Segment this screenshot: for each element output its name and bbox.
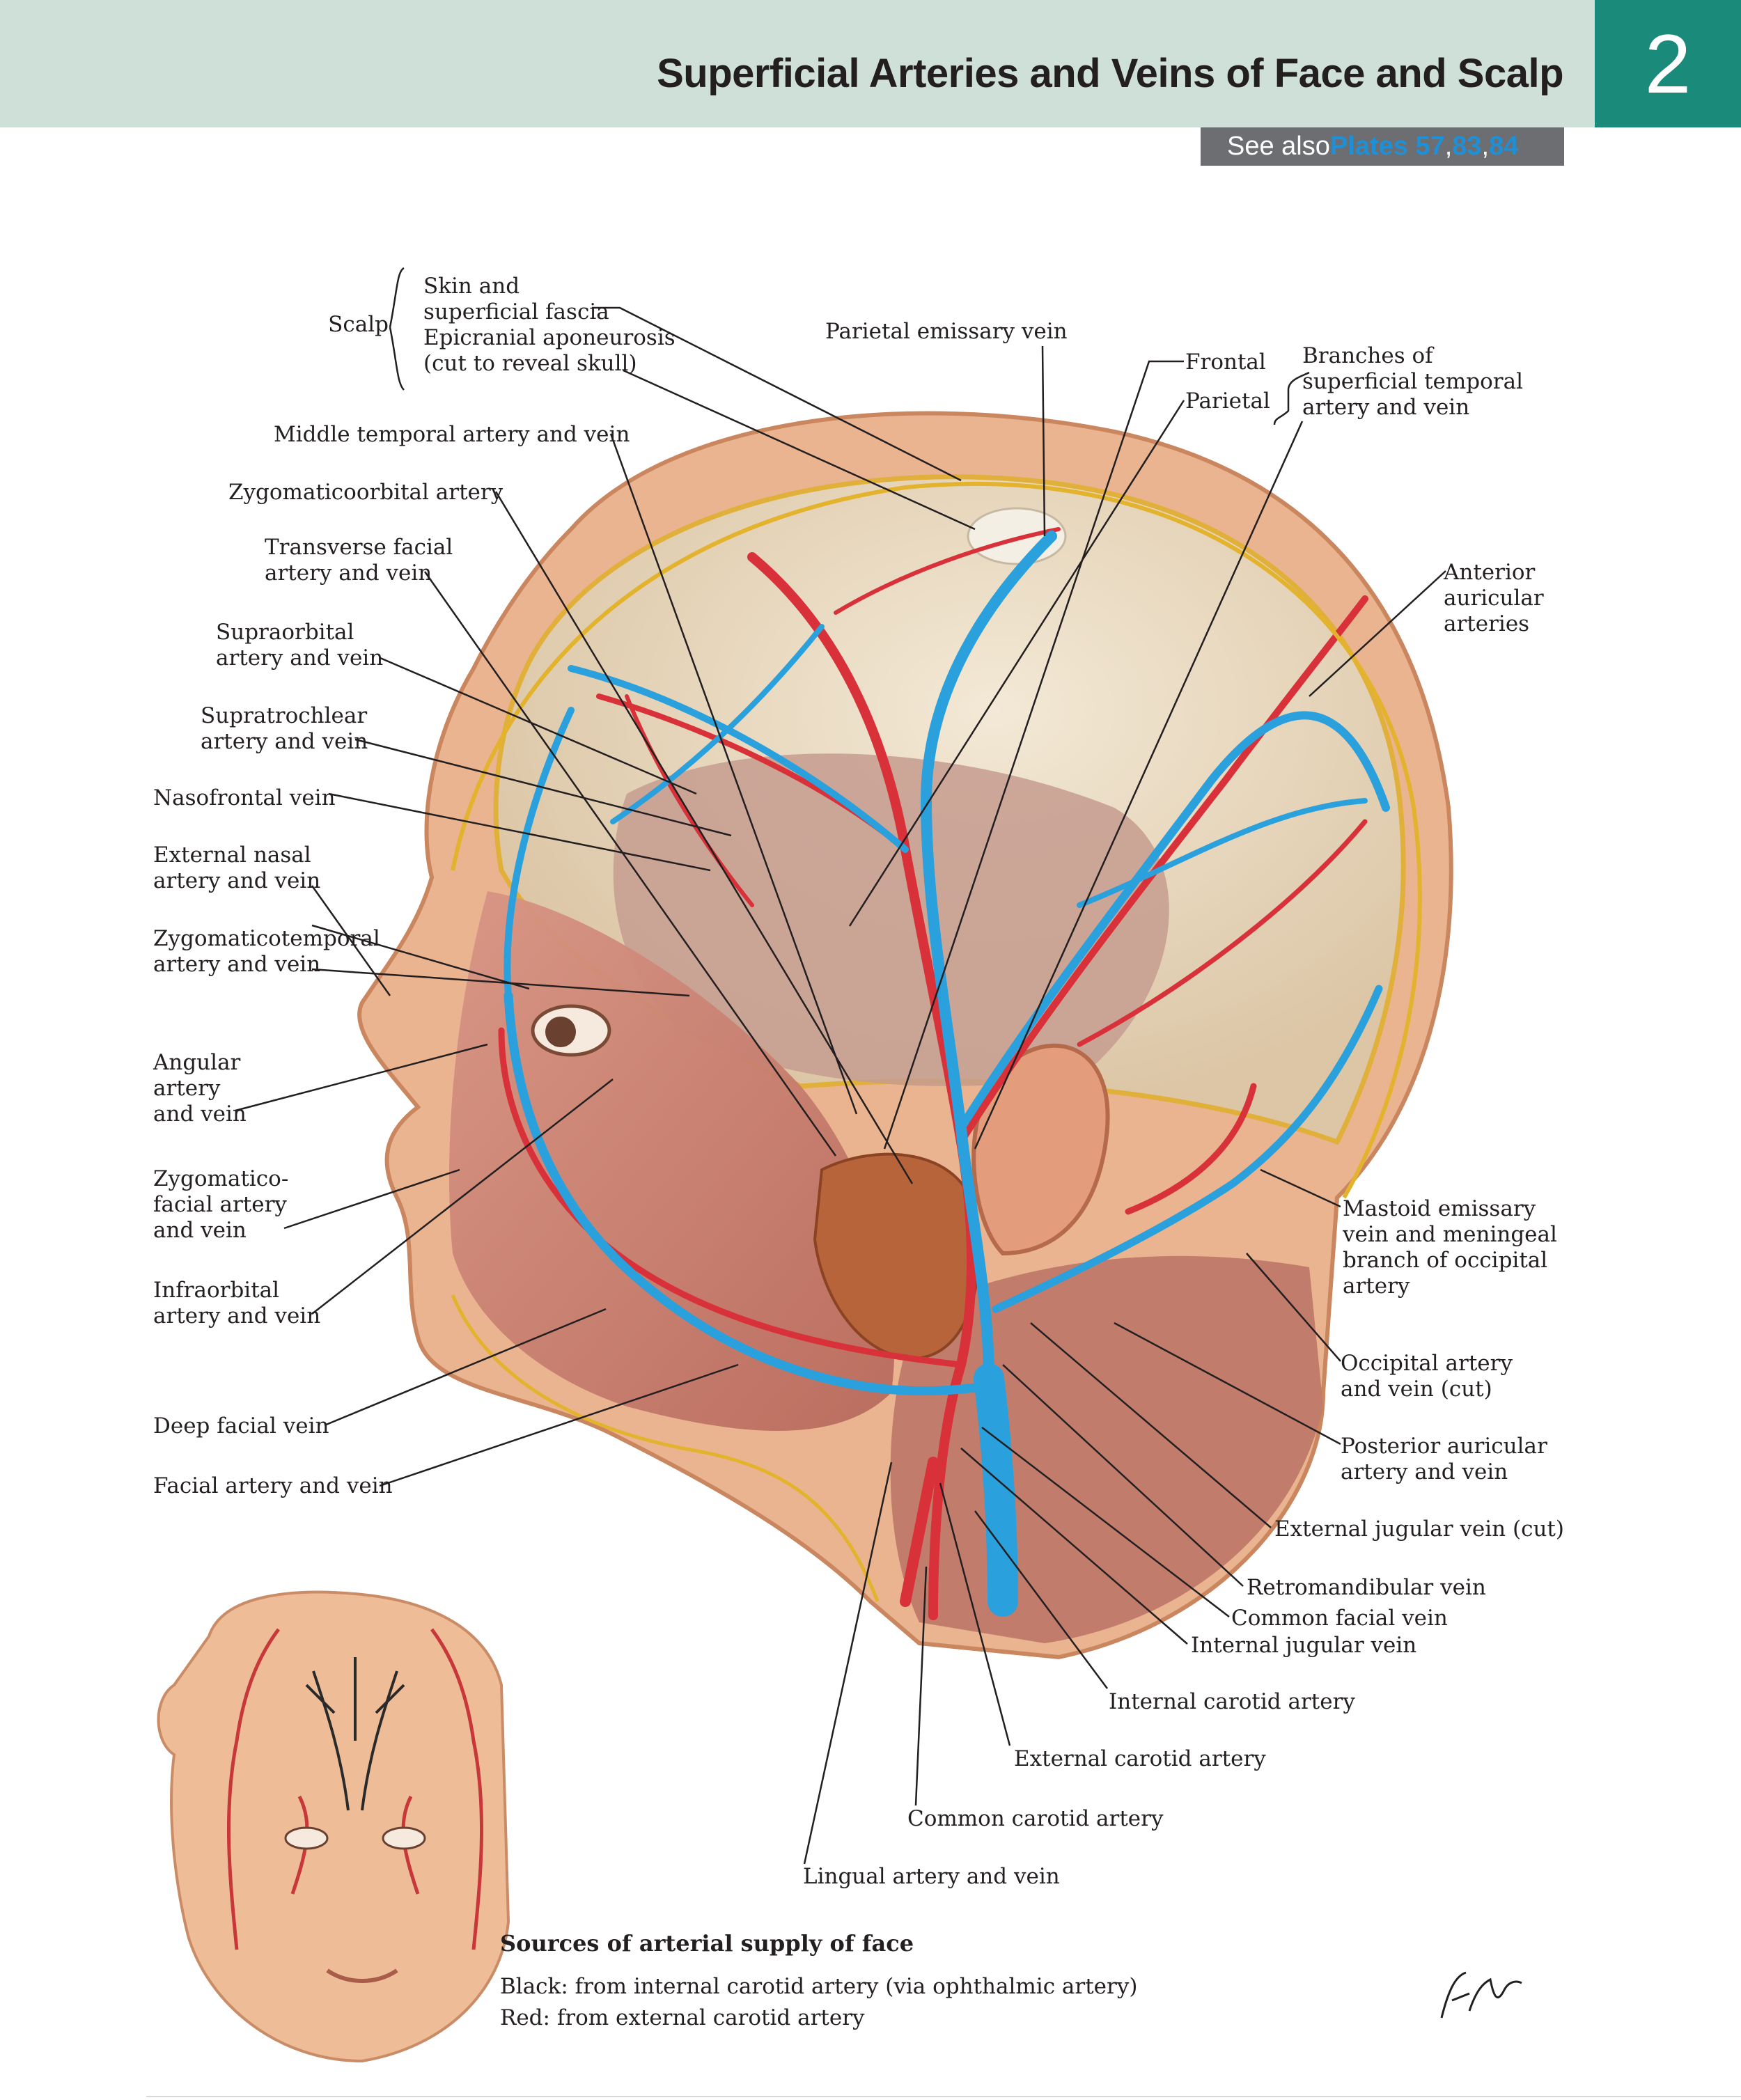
label-external-nasal: External nasal artery and vein bbox=[153, 843, 321, 893]
inset-caption-title: Sources of arterial supply of face bbox=[500, 1930, 914, 1957]
label-common-carotid: Common carotid artery bbox=[907, 1806, 1164, 1831]
label-angular: Angular artery and vein bbox=[153, 1050, 247, 1127]
artist-signature bbox=[1440, 1971, 1522, 2019]
inset-face bbox=[157, 1590, 510, 2063]
plate-link-84[interactable]: 84 bbox=[1489, 132, 1519, 161]
page-title: Superficial Arteries and Veins of Face a… bbox=[657, 51, 1563, 96]
label-branches-superficial-temporal: Branches of superficial temporal artery … bbox=[1302, 343, 1524, 420]
ear bbox=[971, 1043, 1110, 1256]
label-lingual: Lingual artery and vein bbox=[803, 1864, 1060, 1889]
label-occipital: Occipital artery and vein (cut) bbox=[1341, 1351, 1513, 1402]
inset-caption-red: Red: from external carotid artery bbox=[500, 2005, 865, 2030]
label-common-facial: Common facial vein bbox=[1231, 1606, 1448, 1631]
label-zygomaticoorbital: Zygomaticoorbital artery bbox=[228, 480, 503, 505]
label-frontal: Frontal bbox=[1185, 350, 1266, 375]
label-posterior-auricular: Posterior auricular artery and vein bbox=[1341, 1434, 1547, 1484]
see-also-bar: See also Plates 57 , 83 , 84 bbox=[1201, 127, 1564, 166]
label-scalp: Scalp bbox=[328, 312, 389, 337]
plate-link-83[interactable]: 83 bbox=[1452, 132, 1482, 161]
label-parietal: Parietal bbox=[1185, 389, 1270, 414]
face-cut-edge bbox=[451, 1294, 880, 1602]
see-also-prefix: See also bbox=[1227, 132, 1330, 161]
label-zygomaticotemporal: Zygomaticotemporal artery and vein bbox=[153, 926, 380, 977]
see-also-separator: , bbox=[1481, 132, 1490, 161]
plate-link-57[interactable]: Plates 57 bbox=[1329, 132, 1445, 161]
header-band bbox=[0, 0, 1595, 127]
label-skin-fascia: Skin and superficial fascia bbox=[423, 274, 609, 324]
label-internal-carotid: Internal carotid artery bbox=[1109, 1689, 1355, 1714]
label-supraorbital: Supraorbital artery and vein bbox=[216, 620, 384, 671]
chapter-number-tab: 2 bbox=[1595, 0, 1741, 127]
label-epicranial-aponeurosis: Epicranial aponeurosis (cut to reveal sk… bbox=[423, 325, 676, 376]
label-external-jugular: External jugular vein (cut) bbox=[1274, 1517, 1564, 1542]
scalp-cut-edge bbox=[451, 481, 1422, 1199]
label-infraorbital: Infraorbital artery and vein bbox=[153, 1278, 321, 1329]
label-middle-temporal: Middle temporal artery and vein bbox=[274, 422, 630, 447]
label-supratrochlear: Supratrochlear artery and vein bbox=[201, 703, 368, 754]
leader-lines bbox=[235, 267, 1446, 1865]
label-internal-jugular: Internal jugular vein bbox=[1191, 1633, 1417, 1658]
label-external-carotid: External carotid artery bbox=[1014, 1746, 1266, 1771]
temporalis-muscle bbox=[613, 753, 1169, 1086]
label-zygomaticofacial: Zygomatico- facial artery and vein bbox=[153, 1166, 289, 1243]
label-parietal-emissary-vein: Parietal emissary vein bbox=[825, 319, 1068, 344]
label-retromandibular: Retromandibular vein bbox=[1247, 1575, 1486, 1600]
label-nasofrontal: Nasofrontal vein bbox=[153, 785, 336, 810]
label-anterior-auricular: Anterior auricular arteries bbox=[1444, 560, 1544, 636]
label-transverse-facial: Transverse facial artery and vein bbox=[265, 535, 453, 586]
label-deep-facial-vein: Deep facial vein bbox=[153, 1413, 329, 1439]
inset-caption-black: Black: from internal carotid artery (via… bbox=[500, 1974, 1138, 1999]
bottom-rule bbox=[146, 2096, 1741, 2097]
label-mastoid-emissary: Mastoid emissary vein and meningeal bran… bbox=[1343, 1196, 1557, 1299]
label-facial-artery-vein: Facial artery and vein bbox=[153, 1473, 393, 1498]
see-also-separator: , bbox=[1444, 132, 1453, 161]
